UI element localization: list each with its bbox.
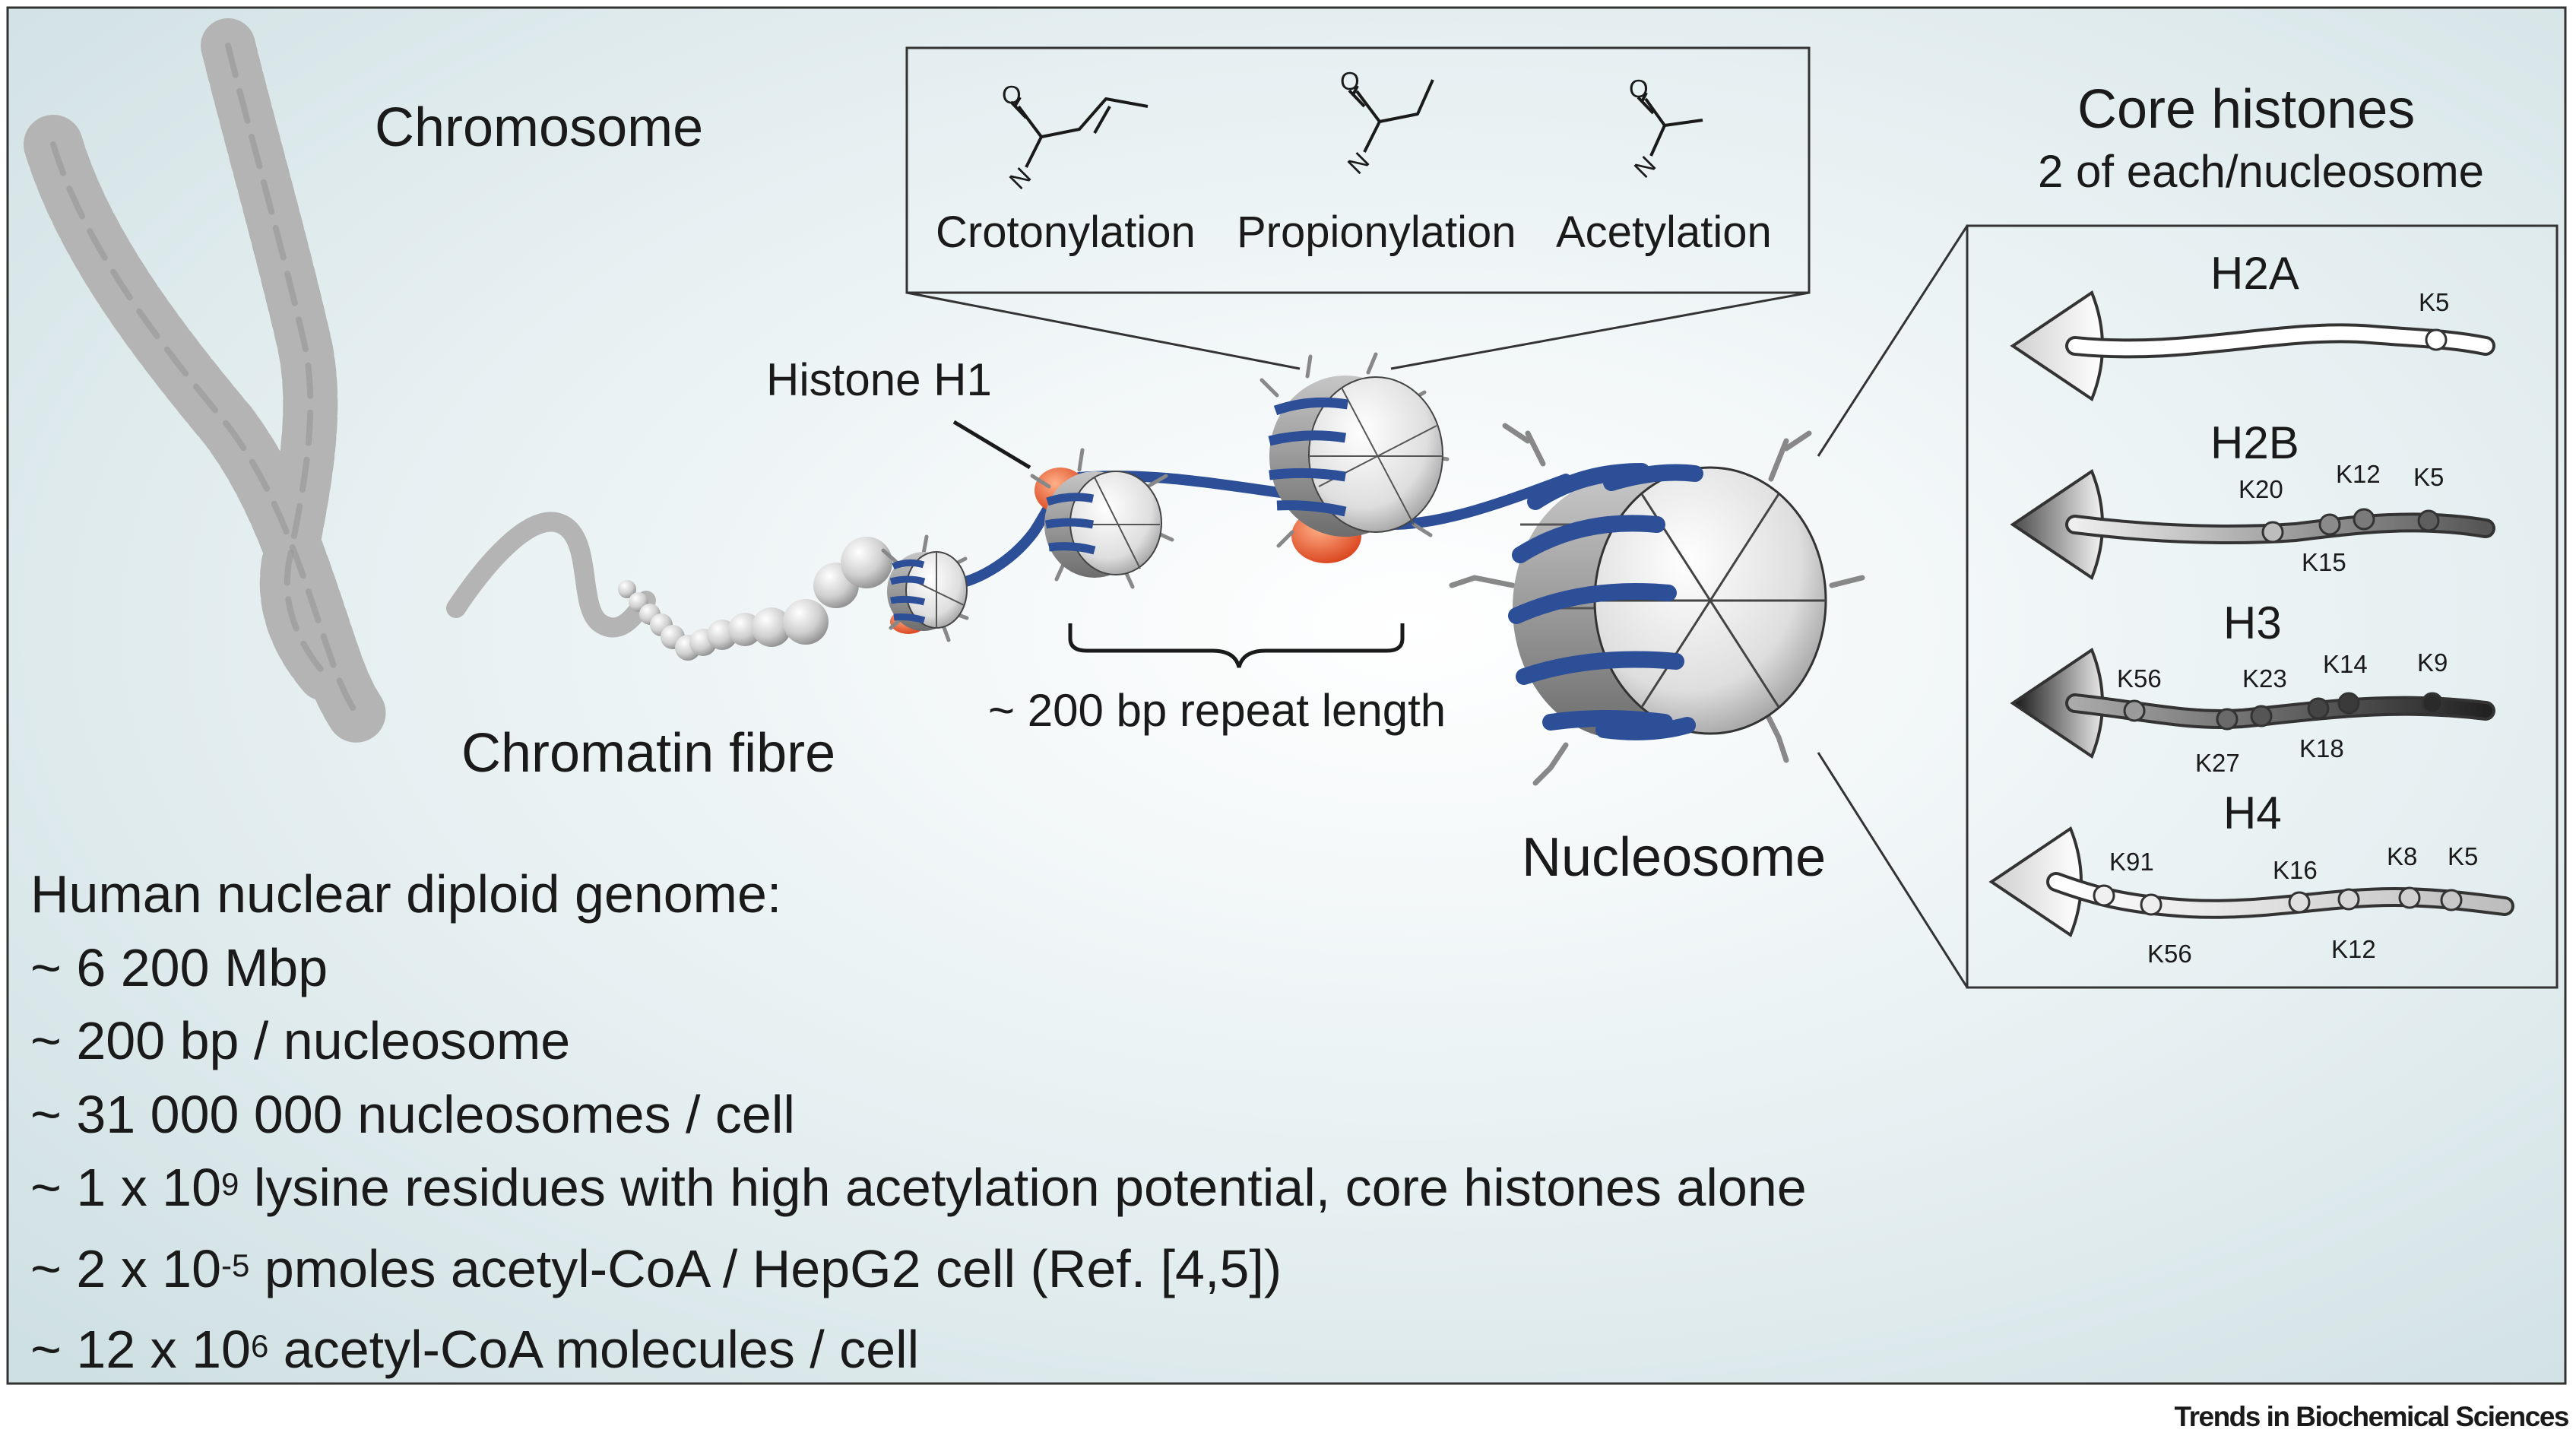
stats-nucleosomes-per-cell: ~ 31 000 000 nucleosomes / cell (30, 1084, 795, 1144)
h3-site-k56: K56 (2117, 664, 2162, 693)
h4-site-k91: K91 (2109, 848, 2154, 876)
nucleosome-with-h1 (1030, 448, 1174, 589)
h4-site-k56: K56 (2147, 940, 2192, 968)
journal-credit: Trends in Biochemical Sciences (2174, 1401, 2570, 1432)
acetyl-oxygen: O (1629, 74, 1649, 103)
h2b-site-k12: K12 (2336, 460, 2381, 488)
h3-label: H3 (2223, 598, 2282, 648)
h3-site-k27: K27 (2195, 749, 2240, 777)
acetyl-structure (1637, 92, 1703, 157)
histone-h2b-diagram (2010, 468, 2495, 581)
h3-site-k9: K9 (2417, 648, 2448, 677)
core-connector-bottom (1817, 752, 1969, 988)
h2b-label: H2B (2210, 417, 2299, 468)
h4-site-k8: K8 (2387, 842, 2418, 870)
propionylation-label: Propionylation (1237, 208, 1516, 257)
repeat-length-brace (1068, 623, 1405, 668)
chromosome-label: Chromosome (375, 97, 704, 158)
repeat-length-label: ~ 200 bp repeat length (988, 685, 1446, 736)
propionyl-structure (1348, 79, 1434, 153)
nucleosome-top (1259, 352, 1450, 563)
core-histones-title: Core histones (2077, 79, 2416, 140)
modification-panel (905, 46, 1811, 294)
stats-lysine-residues: ~ 1 x 109 lysine residues with high acet… (30, 1158, 1807, 1217)
h2b-site-k5: K5 (2413, 463, 2445, 491)
chromatin-fibre-label: Chromatin fibre (461, 723, 836, 784)
h3-site-k23: K23 (2242, 664, 2287, 693)
histone-h1-label: Histone H1 (766, 354, 992, 405)
modification-connector-right (1390, 291, 1810, 370)
core-histone-panel (1966, 224, 2559, 989)
modification-connector-left (906, 291, 1301, 370)
chromosome-illustration (24, 18, 656, 744)
h2b-site-k15: K15 (2302, 548, 2346, 576)
histone-h3-diagram (2010, 647, 2495, 759)
h2a-label: H2A (2210, 248, 2299, 299)
core-histones-subtitle: 2 of each/nucleosome (2038, 146, 2485, 197)
stats-bp-per-nucleosome: ~ 200 bp / nucleosome (30, 1011, 571, 1070)
h4-site-k16: K16 (2273, 856, 2318, 884)
crotonylation-label: Crotonylation (936, 208, 1196, 257)
histone-h1-pointer (952, 420, 1031, 470)
h2a-site-k5: K5 (2419, 288, 2450, 316)
main-panel-background (6, 6, 2567, 1385)
histone-h2a-diagram (2010, 290, 2495, 402)
crotonyl-oxygen: O (1002, 81, 1022, 109)
chromatin-fibre-beads (618, 537, 892, 661)
h3-site-k18: K18 (2299, 734, 2344, 762)
h3-site-k14: K14 (2323, 650, 2368, 678)
core-connector-top (1817, 225, 1969, 457)
stats-genome-size: ~ 6 200 Mbp (30, 937, 328, 997)
histone-h4-diagram (1988, 826, 2514, 938)
crotonyl-structure (1009, 96, 1149, 168)
stats-heading: Human nuclear diploid genome: (30, 864, 782, 924)
acetylation-label: Acetylation (1556, 208, 1772, 257)
site-marker (2425, 328, 2448, 351)
nucleosome-label: Nucleosome (1522, 827, 1827, 888)
h4-site-k5: K5 (2448, 842, 2479, 870)
genome-stats: Human nuclear diploid genome: ~ 6 200 Mb… (30, 857, 1807, 1394)
h4-label: H4 (2223, 788, 2282, 838)
h4-site-k12: K12 (2331, 935, 2376, 963)
h2b-site-k20: K20 (2239, 475, 2283, 503)
nucleosome-large (1449, 423, 1865, 786)
nucleosome-small-1 (881, 534, 969, 642)
stats-acetyl-coa-pmoles: ~ 2 x 10-5 pmoles acetyl-CoA / HepG2 cel… (30, 1238, 1282, 1298)
dna-linker (937, 471, 1571, 591)
propionyl-oxygen: O (1340, 67, 1360, 95)
stats-acetyl-coa-molecules: ~ 12 x 106 acetyl-CoA molecules / cell (30, 1320, 920, 1379)
